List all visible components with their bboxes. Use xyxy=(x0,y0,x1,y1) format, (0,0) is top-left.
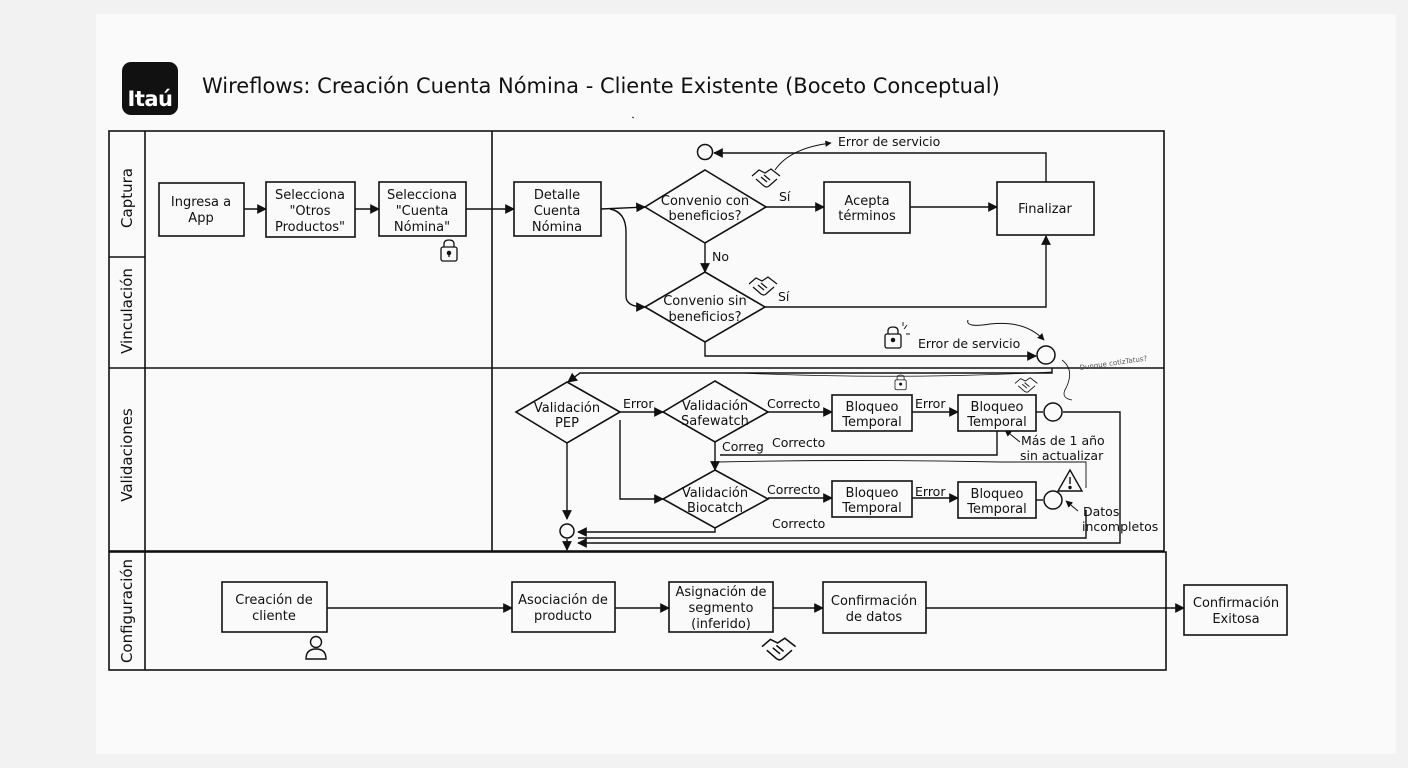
node-detalle-l3: Nómina xyxy=(532,220,582,235)
node-cuenta-l1: Selecciona xyxy=(387,188,457,203)
label-datos-incompletos-l1: Datos xyxy=(1083,504,1119,519)
node-convenio-con-l1: Convenio con xyxy=(661,194,749,209)
node-creacion-l1: Creación de xyxy=(235,593,312,608)
node-otros-l3: Productos" xyxy=(275,220,345,235)
lane-label-vinculacion: Vinculación xyxy=(118,268,136,354)
warning-icon xyxy=(1056,468,1084,492)
user-icon xyxy=(305,635,327,660)
node-finalizar: Finalizar xyxy=(1018,202,1072,217)
node-confirmacion-datos-l2: de datos xyxy=(846,610,903,625)
lane-label-configuracion: Configuración xyxy=(118,559,136,663)
node-pep-l1: Validación xyxy=(534,401,600,416)
node-confirmacion-datos-l1: Confirmación xyxy=(831,594,917,609)
node-convenio-sin-l2: beneficios? xyxy=(668,310,741,325)
junction-circles xyxy=(559,143,1063,539)
node-asignacion-l1: Asignación de xyxy=(675,585,766,600)
node-convenio-con-l2: beneficios? xyxy=(668,209,741,224)
lock-icon xyxy=(440,239,458,262)
lock-icon xyxy=(894,374,907,391)
logo-text: Itaú xyxy=(127,87,173,111)
node-creacion-l2: cliente xyxy=(252,609,296,624)
label-si-1: Sí xyxy=(779,189,791,204)
label-si-2: Sí xyxy=(778,289,790,304)
boxes xyxy=(158,181,1288,636)
handshake-icon xyxy=(761,637,797,661)
node-biocatch-l1: Validación xyxy=(682,486,748,501)
itau-logo: Itaú xyxy=(122,62,178,115)
label-mas-de-1-ano-l1: Más de 1 año xyxy=(1021,433,1105,448)
node-pep-l2: PEP xyxy=(555,416,579,431)
connectors xyxy=(244,140,1185,613)
node-ingresa-l1: Ingresa a xyxy=(171,195,231,210)
node-otros-l2: "Otros xyxy=(289,204,330,219)
handshake-icon xyxy=(751,168,781,188)
node-bloqueo2-l2: Temporal xyxy=(966,415,1027,430)
label-error-servicio-mid: Error de servicio xyxy=(918,336,1020,351)
node-ingresa-l2: App xyxy=(188,211,213,226)
label-scribble-note: Dunque cotizTatus? xyxy=(1079,355,1148,372)
node-confirmacion-exitosa-l1: Confirmación xyxy=(1193,596,1279,611)
node-detalle-l1: Detalle xyxy=(534,188,580,203)
label-correcto-biocatch: Correcto xyxy=(767,482,820,497)
lane-label-captura: Captura xyxy=(118,168,136,228)
label-no: No xyxy=(712,249,729,264)
node-acepta-l2: términos xyxy=(838,209,896,224)
node-acepta-l1: Acepta xyxy=(844,194,889,209)
sketch-marks xyxy=(631,116,635,119)
node-bloqueo3-l1: Bloqueo xyxy=(846,486,899,501)
label-corrego: Correg xyxy=(722,439,764,454)
node-otros-l1: Selecciona xyxy=(275,188,345,203)
node-cuenta-l2: "Cuenta xyxy=(396,204,449,219)
lock-icon xyxy=(884,322,910,349)
node-asociacion-l1: Asociación de xyxy=(518,593,608,608)
node-bloqueo4-l2: Temporal xyxy=(966,502,1027,517)
node-bloqueo2-l1: Bloqueo xyxy=(971,400,1024,415)
node-bloqueo4-l1: Bloqueo xyxy=(971,487,1024,502)
label-error-bloqueo1: Error xyxy=(915,396,946,411)
label-mas-de-1-ano-l2: sin actualizar xyxy=(1020,448,1104,463)
handshake-icon xyxy=(748,276,778,296)
diamonds xyxy=(514,169,770,529)
label-correcto-safewatch: Correcto xyxy=(767,396,820,411)
node-safewatch-l2: Safewatch xyxy=(681,414,749,429)
node-detalle-l2: Cuenta xyxy=(534,204,581,219)
label-error-bloqueo3: Error xyxy=(915,484,946,499)
label-error-pep: Error xyxy=(623,396,654,411)
swimlane-frame xyxy=(108,130,1167,671)
node-cuenta-l3: Nómina" xyxy=(394,220,450,235)
label-datos-incompletos-l2: incompletos xyxy=(1082,519,1158,534)
node-convenio-sin-l1: Convenio sin xyxy=(663,294,747,309)
handshake-icon xyxy=(1014,377,1038,393)
node-confirmacion-exitosa-l2: Exitosa xyxy=(1212,612,1259,627)
node-safewatch-l1: Validación xyxy=(682,399,748,414)
node-asignacion-l2: segmento xyxy=(689,601,754,616)
label-correcto-mid: Correcto xyxy=(772,435,825,450)
node-asignacion-l3: (inferido) xyxy=(691,617,751,632)
lane-label-validaciones: Validaciones xyxy=(118,408,136,502)
node-bloqueo3-l2: Temporal xyxy=(841,501,902,516)
node-bloqueo1-l2: Temporal xyxy=(841,415,902,430)
label-correcto-bottom: Correcto xyxy=(772,516,825,531)
node-bloqueo1-l1: Bloqueo xyxy=(846,400,899,415)
page-title: Wireflows: Creación Cuenta Nómina - Clie… xyxy=(202,74,1000,98)
node-biocatch-l2: Biocatch xyxy=(687,501,743,516)
label-error-servicio-top: Error de servicio xyxy=(838,134,940,149)
node-asociacion-l2: producto xyxy=(534,609,592,624)
